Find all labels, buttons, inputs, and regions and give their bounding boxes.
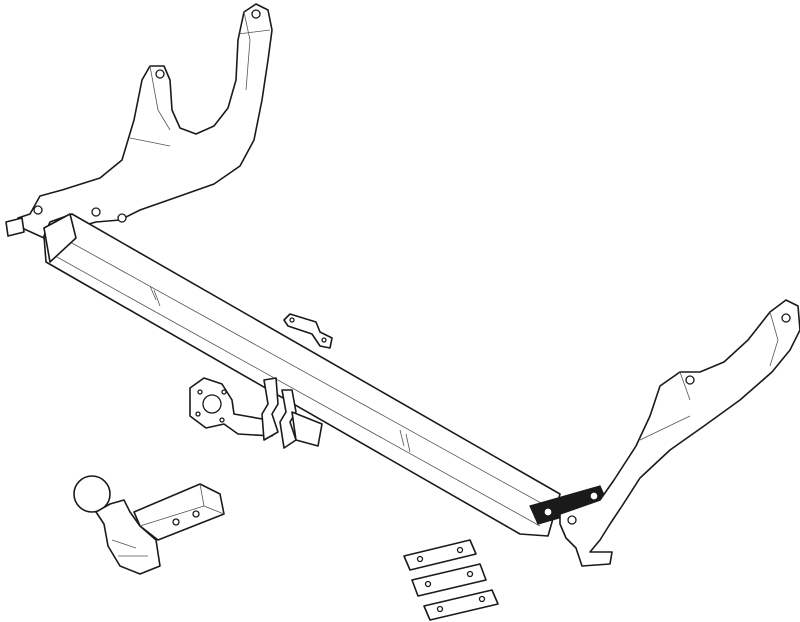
- right-bracket: [559, 299, 800, 567]
- spacer-plate: [411, 563, 487, 597]
- small-bracket: [283, 313, 333, 349]
- socket-plate: [189, 377, 323, 449]
- ball-hitch: [73, 475, 225, 575]
- crossbar: [43, 213, 609, 537]
- spacer-plate: [423, 589, 499, 621]
- spacer-plates: [403, 539, 499, 621]
- left-bracket: [5, 3, 273, 239]
- spacer-plate: [403, 539, 477, 571]
